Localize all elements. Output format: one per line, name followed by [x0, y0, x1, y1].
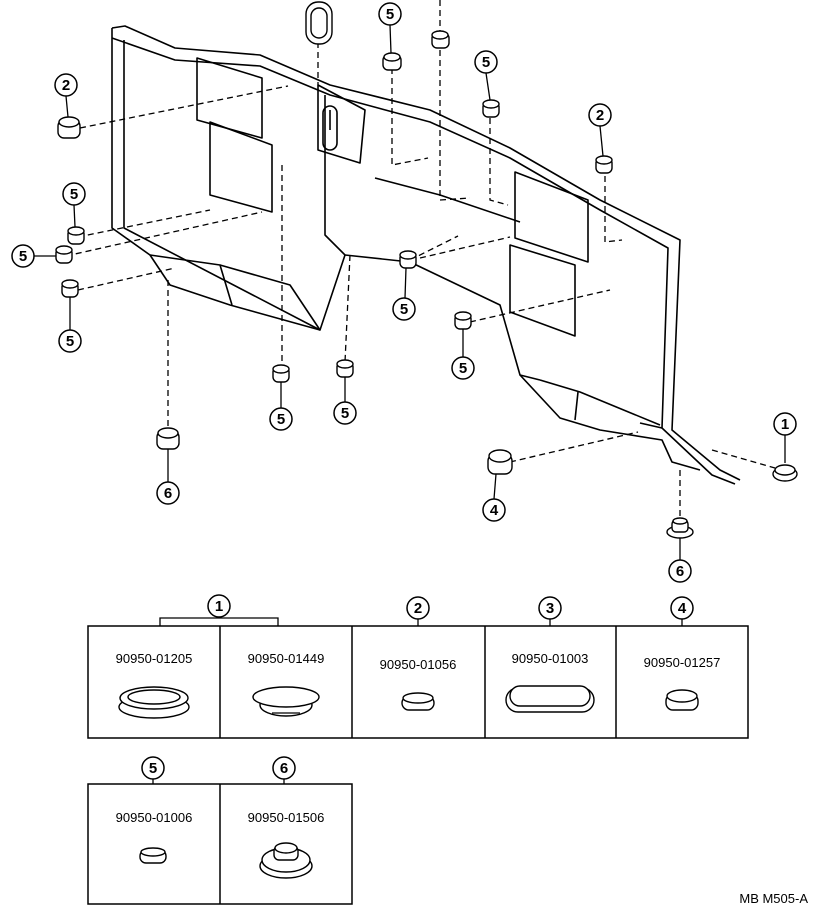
- callout-5-l3: 5: [58, 329, 82, 353]
- callout-5-mid: 5: [392, 297, 416, 321]
- part-number-cell: 90950-01506: [248, 810, 325, 825]
- svg-text:4: 4: [490, 502, 499, 519]
- plug-5-low-a: [272, 364, 290, 383]
- part-number-cell: 90950-01205: [116, 651, 193, 666]
- callout-4: 4: [482, 498, 506, 522]
- svg-text:2: 2: [62, 77, 70, 94]
- svg-text:4: 4: [678, 600, 687, 617]
- callout-5-right-low: 5: [451, 356, 475, 380]
- svg-text:3: 3: [546, 600, 554, 617]
- plug-5-l2: [55, 245, 73, 264]
- table-callout-1: 1: [207, 594, 231, 618]
- part-number-cell: 90950-01056: [380, 657, 457, 672]
- plug-5-right-top: [482, 99, 500, 118]
- plug-5-l3: [61, 279, 79, 298]
- svg-text:5: 5: [149, 760, 157, 777]
- plug-5-right-low: [454, 311, 472, 330]
- svg-text:5: 5: [70, 186, 78, 203]
- diagram-plugs: [55, 1, 798, 539]
- plug-drawing-01257: [665, 689, 699, 711]
- trim-panel: [111, 25, 741, 485]
- svg-text:2: 2: [414, 600, 422, 617]
- table-callout-3: 3: [538, 596, 562, 620]
- plug-6-right: [666, 517, 694, 539]
- svg-text:6: 6: [164, 485, 172, 502]
- svg-text:2: 2: [596, 107, 604, 124]
- callout-6-left: 6: [156, 481, 180, 505]
- callout-2-right: 2: [588, 103, 612, 127]
- part-number-cell: 90950-01003: [512, 651, 589, 666]
- part-number-cell: 90950-01449: [248, 651, 325, 666]
- plug-6-left: [156, 427, 180, 450]
- callout-5-l1: 5: [62, 182, 86, 206]
- parts-table: 1 2 3 4 5 6 90950-01205 90950-01449 9095…: [87, 594, 749, 905]
- callout-1-right: 1: [773, 412, 797, 436]
- plug-2-left: [57, 116, 81, 139]
- svg-text:6: 6: [280, 760, 288, 777]
- callouts: 2 5 5 2 5 5 5 5 5 5 5 6 4 1 6: [11, 2, 797, 583]
- plug-top-right-a: [431, 30, 450, 49]
- plug-4: [487, 449, 513, 475]
- callout-5-top: 5: [378, 2, 402, 26]
- table-callout-4: 4: [670, 596, 694, 620]
- svg-text:6: 6: [676, 563, 684, 580]
- table-callout-6: 6: [272, 756, 296, 780]
- svg-text:5: 5: [459, 360, 467, 377]
- plug-5-top: [382, 52, 402, 71]
- plug-5-low-b: [336, 359, 354, 378]
- svg-text:5: 5: [66, 333, 74, 350]
- callout-5-low-a: 5: [269, 407, 293, 431]
- plug-drawing-01056: [401, 692, 435, 711]
- reference-code: MB M505-A: [739, 891, 808, 906]
- part-number-cell: 90950-01257: [644, 655, 721, 670]
- svg-text:1: 1: [781, 416, 789, 433]
- svg-text:5: 5: [400, 301, 408, 318]
- plug-drawing-01006: [139, 847, 167, 864]
- callout-5-l2: 5: [11, 244, 35, 268]
- plug-top-clip: [305, 1, 333, 45]
- svg-text:5: 5: [277, 411, 285, 428]
- callout-5-low-b: 5: [333, 401, 357, 425]
- callout-2-left: 2: [54, 73, 78, 97]
- svg-text:5: 5: [341, 405, 349, 422]
- callout-5-right-top: 5: [474, 50, 498, 74]
- plug-5-l1: [67, 226, 85, 245]
- plug-drawing-01205: [118, 686, 190, 719]
- callout-6-right: 6: [668, 559, 692, 583]
- plug-drawing-01003: [505, 685, 595, 713]
- plug-1-right: [772, 464, 798, 482]
- plug-drawing-01449: [252, 686, 320, 717]
- part-number-cell: 90950-01006: [116, 810, 193, 825]
- plug-drawing-01506: [259, 842, 313, 879]
- svg-text:5: 5: [19, 248, 27, 265]
- plug-2-right: [595, 155, 613, 174]
- table-callout-5: 5: [141, 756, 165, 780]
- svg-text:5: 5: [386, 6, 394, 23]
- svg-text:5: 5: [482, 54, 490, 71]
- plug-5-mid: [399, 250, 417, 269]
- table-callout-2: 2: [406, 596, 430, 620]
- svg-text:1: 1: [215, 598, 223, 615]
